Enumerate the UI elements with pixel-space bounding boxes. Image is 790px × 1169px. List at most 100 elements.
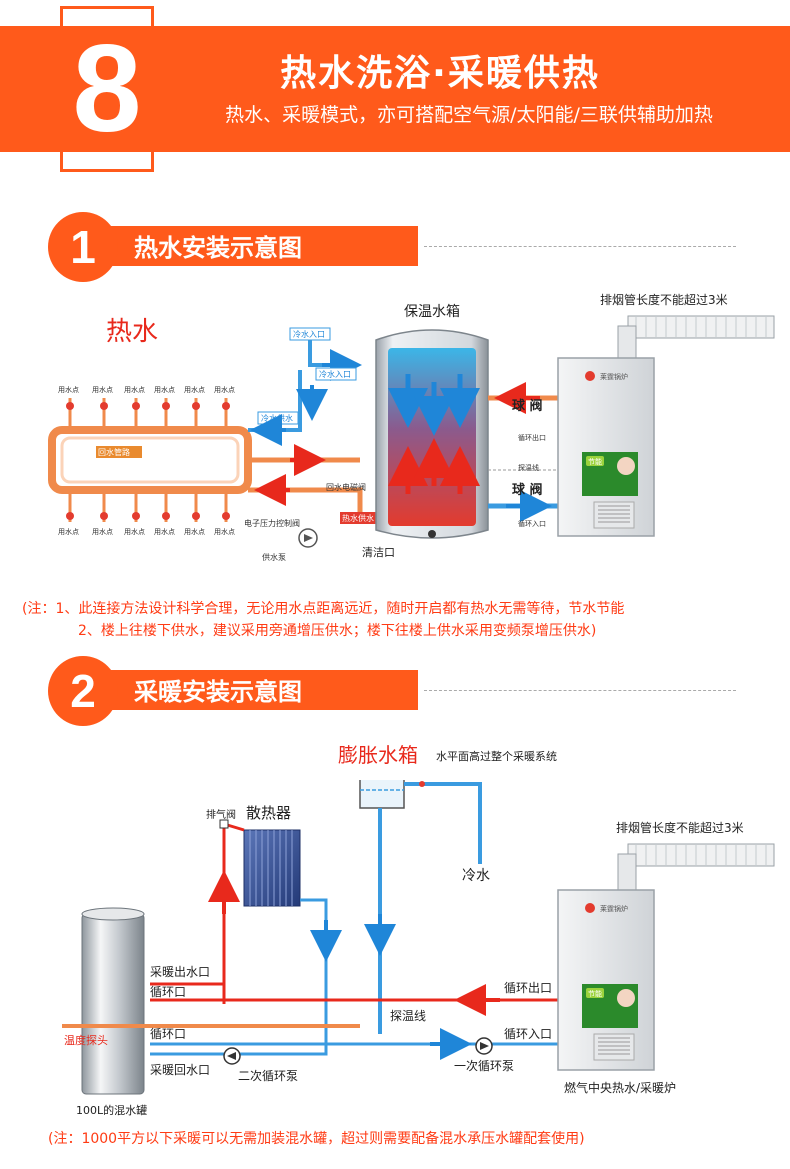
pump-arrow-icon — [304, 534, 313, 542]
tap-label: 用水点 — [92, 527, 113, 536]
section1-title: 热水安装示意图 — [134, 234, 302, 262]
tap-valve-icon — [222, 402, 230, 410]
tap-label: 用水点 — [214, 527, 235, 536]
hot-loop-inner — [60, 436, 240, 484]
boiler-brand: 莱霆锅炉 — [600, 372, 628, 381]
tap-valve-icon — [132, 402, 140, 410]
boiler-circ-out-label: 循环出口 — [504, 981, 552, 995]
supply-pump-label: 供水泵 — [262, 552, 286, 562]
flue-pipe-2 — [627, 843, 775, 867]
banner-number: 8 — [72, 20, 142, 158]
tap-bottom-6: 用水点 — [214, 490, 235, 536]
cold-supply-label: 冷水供水 — [261, 413, 293, 423]
tap-valve-icon — [192, 512, 200, 520]
vent-valve-label: 排气阀 — [206, 808, 236, 821]
flue-elbow — [617, 325, 637, 361]
tap-valve-icon — [162, 402, 170, 410]
ball-valve-bottom-label: 球 阀 — [512, 482, 543, 498]
cold-inlet-label-1: 冷水入口 — [293, 329, 325, 339]
section2-title: 采暖安装示意图 — [134, 678, 302, 706]
header-banner: 8 热水洗浴·采暖供热 热水、采暖模式，亦可搭配空气源/太阳能/三联供辅助加热 — [0, 0, 790, 178]
banner-subtitle: 热水、采暖模式，亦可搭配空气源/太阳能/三联供辅助加热 — [225, 104, 713, 126]
boiler-2-badge-label: 节能 — [588, 989, 602, 998]
banner-background — [0, 26, 790, 152]
solenoid-label: 回水电磁阀 — [326, 482, 366, 492]
tap-label: 用水点 — [92, 385, 113, 394]
primary-pump-arrow-icon — [480, 1042, 489, 1050]
heating-diagram: 膨胀水箱 水平面高过整个采暖系统 冷水 散热器 排气阀 100L的混水罐 温度探… — [62, 743, 775, 1117]
tank-label: 保温水箱 — [404, 304, 460, 320]
flue-note-2: 排烟管长度不能超过3米 — [616, 820, 744, 835]
cold-inlet-tag-2 — [315, 367, 357, 381]
temp-probe-label: 温度探头 — [64, 1033, 108, 1047]
primary-pump-label: 一次循环泵 — [454, 1059, 514, 1073]
tap-valve-icon — [222, 512, 230, 520]
section1-number: 1 — [48, 212, 118, 282]
mixing-tank-top — [81, 907, 145, 921]
probe-line-label: 探温线 — [518, 463, 539, 472]
tank-water — [388, 348, 476, 526]
boiler-badge — [586, 456, 604, 466]
tap-bottom-3: 用水点 — [124, 490, 145, 536]
hot-water-label: 热水 — [106, 317, 158, 347]
section1-header-bar — [106, 226, 418, 266]
tap-bottom-1: 用水点 — [58, 490, 79, 536]
section1-divider — [424, 246, 736, 247]
cold-feed-pipe — [404, 782, 482, 864]
tap-top-1: 用水点 — [58, 385, 79, 430]
top-taps: 用水点 用水点 用水点 用水点 用水点 用水点 — [58, 385, 235, 430]
boiler-badge-label: 节能 — [588, 457, 602, 466]
boiler-2-badge — [586, 988, 604, 998]
tap-bottom-4: 用水点 — [154, 490, 175, 536]
bottom-taps: 用水点 用水点 用水点 用水点 用水点 用水点 — [58, 490, 235, 536]
circ-out-label: 循环出口 — [518, 433, 546, 442]
tap-valve-icon — [192, 402, 200, 410]
section2-divider — [424, 690, 736, 691]
expansion-tank-label: 膨胀水箱 — [338, 743, 418, 767]
tap-label: 用水点 — [184, 527, 205, 536]
hot-supply-label: 热水供水 — [342, 513, 374, 523]
banner-number-frame — [60, 6, 154, 172]
hot-water-diagram: 热水 回水管路 用水点 用水点 用水点 用水点 用水点 用水点 用水点 用水点 … — [48, 292, 775, 562]
pressure-valve-label: 电子压力控制阀 — [244, 518, 300, 528]
section1-header: 1 热水安装示意图 — [48, 212, 748, 282]
section2-header: 2 采暖安装示意图 — [48, 656, 748, 726]
section2-number: 2 — [48, 656, 118, 726]
expansion-tank — [359, 780, 405, 809]
tap-top-4: 用水点 — [154, 385, 175, 430]
cold-inlet-label-2: 冷水入口 — [319, 369, 351, 379]
tap-label: 用水点 — [58, 385, 79, 394]
tap-valve-icon — [66, 402, 74, 410]
boiler-poster-person — [617, 457, 635, 475]
tap-valve-icon — [100, 402, 108, 410]
boiler-logo-icon — [585, 371, 595, 381]
ball-valve-top-label: 球 阀 — [512, 398, 543, 414]
heat-return-label: 采暖回水口 — [150, 1063, 210, 1077]
flue-elbow-2 — [617, 853, 637, 891]
radiator-label: 散热器 — [246, 804, 291, 822]
circ-port-2-label: 循环口 — [150, 1027, 186, 1041]
section2-note: (注：1000平方以下采暖可以无需加装混水罐，超过则需要配备混水承压水罐配套使用… — [48, 1131, 585, 1147]
radiator-fins — [249, 830, 293, 906]
tap-label: 用水点 — [184, 385, 205, 394]
boiler-2-poster-person — [617, 989, 635, 1007]
tap-valve-icon — [132, 512, 140, 520]
tap-top-5: 用水点 — [184, 385, 205, 430]
clean-port-label: 清洁口 — [362, 546, 395, 559]
circ-in-label: 循环入口 — [518, 519, 546, 528]
secondary-pump-arrow-icon — [227, 1052, 236, 1060]
return-pipe-label: 回水管路 — [98, 447, 130, 457]
secondary-pump-label: 二次循环泵 — [238, 1069, 298, 1083]
section1-note-2: 2、楼上往楼下供水，建议采用旁通增压供水；楼下往楼上供水采用变频泵增压供水) — [78, 623, 597, 639]
return-pipe-tag — [96, 446, 142, 458]
tap-label: 用水点 — [58, 527, 79, 536]
mixing-tank — [81, 913, 145, 1095]
float-valve-icon — [419, 781, 425, 787]
tap-valve-icon — [100, 512, 108, 520]
section2-header-bar — [106, 670, 418, 710]
radiator — [243, 829, 301, 907]
boiler-2-vents — [593, 1033, 635, 1061]
tap-valve-icon — [162, 512, 170, 520]
tap-valve-icon — [66, 512, 74, 520]
mixing-tank-label: 100L的混水罐 — [76, 1103, 147, 1117]
